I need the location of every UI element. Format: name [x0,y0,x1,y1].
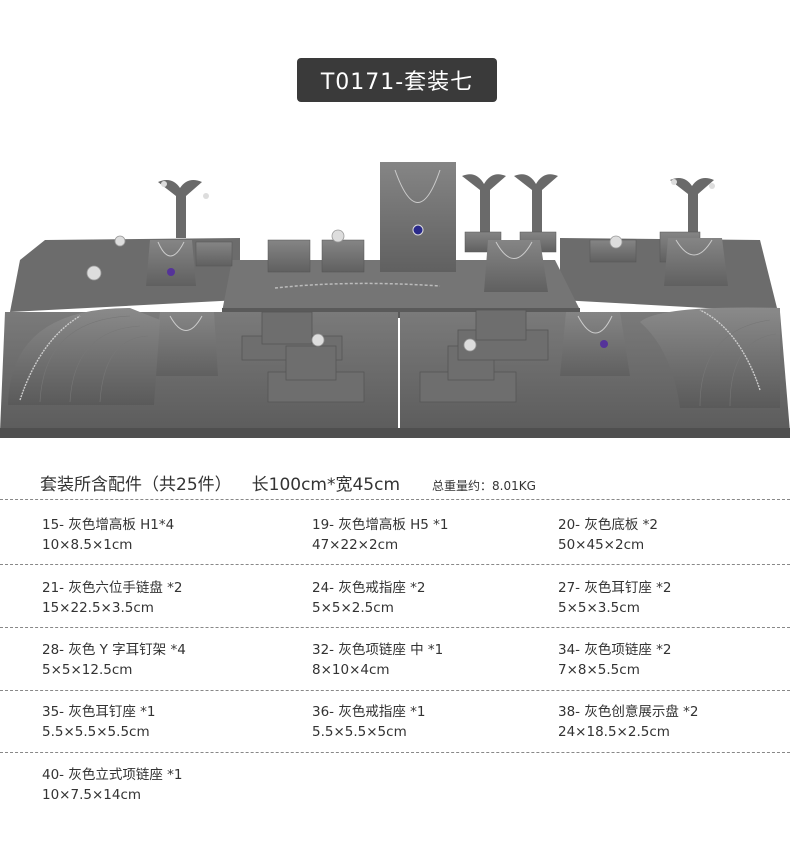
list-item: 32- 灰色项链座 中 *1 8×10×4cm [312,642,444,678]
divider [0,499,790,500]
divider [0,752,790,753]
title-badge: T0171-套装七 [297,58,497,102]
set-summary: 套装所含配件（共25件） 长100cm*宽45cm 总重量约：8.01KG [40,470,760,500]
list-item: 15- 灰色增高板 H1*4 10×8.5×1cm [42,517,175,553]
piece-count: 套装所含配件（共25件） [40,475,232,495]
divider [0,627,790,628]
divider [0,690,790,691]
product-photo [0,162,790,438]
list-item: 38- 灰色创意展示盘 *2 24×18.5×2.5cm [558,704,699,740]
list-item: 28- 灰色 Y 字耳钉架 *4 5×5×12.5cm [42,642,186,678]
list-item: 21- 灰色六位手链盘 *2 15×22.5×3.5cm [42,580,183,616]
list-item: 24- 灰色戒指座 *2 5×5×2.5cm [312,580,426,616]
list-item: 36- 灰色戒指座 *1 5.5×5.5×5cm [312,704,426,740]
list-item: 40- 灰色立式项链座 *1 10×7.5×14cm [42,767,183,803]
list-item: 27- 灰色耳钉座 *2 5×5×3.5cm [558,580,672,616]
list-item: 19- 灰色增高板 H5 *1 47×22×2cm [312,517,449,553]
set-weight: 总重量约：8.01KG [432,479,536,493]
list-item: 20- 灰色底板 *2 50×45×2cm [558,517,658,553]
divider [0,564,790,565]
list-item: 35- 灰色耳钉座 *1 5.5×5.5×5.5cm [42,704,156,740]
set-title: T0171-套装七 [320,70,474,95]
list-item: 34- 灰色项链座 *2 7×8×5.5cm [558,642,672,678]
set-size: 长100cm*宽45cm [251,475,401,495]
